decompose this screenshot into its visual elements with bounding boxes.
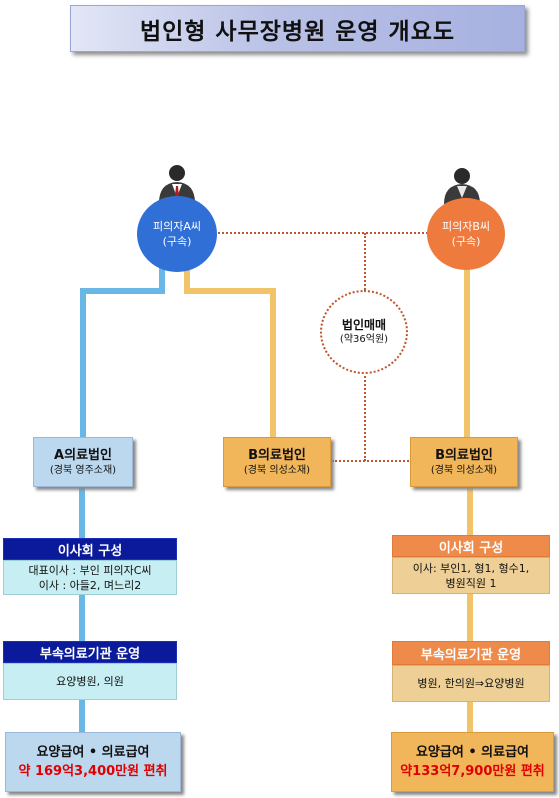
right-board-header: 이사회 구성	[392, 535, 550, 557]
connector-right-org-to-board	[467, 488, 473, 536]
suspect-b-status: (구속)	[451, 235, 481, 248]
left-result-box: 요양급여 • 의료급여 약 169억3,400만원 편취	[5, 732, 181, 792]
left-board-line2: 이사 : 아들2, 며느리2	[38, 578, 142, 592]
left-affil-body: 요양병원, 의원	[3, 663, 177, 700]
connector-a-down-short	[159, 262, 165, 294]
right-board-body: 이사: 부인1, 형1, 형수1, 병원직원 1	[392, 557, 550, 594]
left-board-body: 대표이사 : 부인 피의자C씨 이사 : 아들2, 며느리2	[3, 560, 177, 595]
right-result-box: 요양급여 • 의료급여 약133억7,900만원 편취	[391, 732, 554, 792]
suspect-b-name: 피의자B씨	[441, 220, 491, 233]
org-a-location: (경북 영주소재)	[49, 464, 117, 476]
connector-a-to-org-b-vertical2	[270, 288, 276, 438]
org-b-mid-name: B의료법인	[248, 447, 306, 463]
connector-left-board-to-affil	[79, 594, 85, 642]
left-affil-header: 부속의료기관 운영	[3, 641, 177, 663]
org-b-mid-location: (경북 의성소재)	[243, 464, 311, 476]
org-a-name: A의료법인	[54, 447, 112, 463]
sale-amount: (약36억원)	[339, 334, 389, 345]
left-affil-text: 요양병원, 의원	[56, 675, 124, 688]
connector-left-affil-to-result	[79, 700, 85, 734]
sale-label: 법인매매	[341, 318, 387, 332]
suspect-a-name: 피의자A씨	[152, 220, 201, 233]
connector-a-to-org-b-vertical1	[184, 262, 190, 294]
right-affil-header: 부속의료기관 운영	[392, 641, 550, 665]
left-result-line2: 약 169억3,400만원 편취	[18, 764, 168, 779]
connector-b-to-org-b	[464, 262, 470, 438]
connector-a-to-org-b-horizontal	[184, 288, 276, 294]
connector-a-to-org-a	[80, 288, 86, 438]
right-board-line1: 이사: 부인1, 형1, 형수1,	[412, 561, 530, 575]
dotted-link-a-to-b	[218, 232, 428, 234]
connector-right-affil-to-result	[467, 700, 473, 734]
org-b-right-box: B의료법인 (경북 의성소재)	[410, 437, 518, 487]
connector-a-left-horizontal	[80, 288, 165, 294]
left-board-header: 이사회 구성	[3, 538, 177, 560]
suspect-b-node: 피의자B씨 (구속)	[427, 198, 505, 270]
page-title: 법인형 사무장병원 운영 개요도	[70, 5, 525, 52]
right-affil-body: 병원, 한의원⇒요양병원	[392, 665, 550, 702]
left-result-line1: 요양급여 • 의료급여	[36, 745, 150, 760]
left-board-line1: 대표이사 : 부인 피의자C씨	[28, 563, 152, 577]
dotted-link-orgs	[332, 460, 412, 462]
connector-left-org-to-board	[79, 488, 85, 540]
right-board-line2: 병원직원 1	[445, 576, 497, 590]
suspect-a-status: (구속)	[162, 235, 192, 248]
right-result-line2: 약133억7,900만원 편취	[400, 764, 545, 779]
right-result-line1: 요양급여 • 의료급여	[415, 745, 530, 760]
org-b-mid-box: B의료법인 (경북 의성소재)	[223, 437, 331, 487]
org-a-box: A의료법인 (경북 영주소재)	[33, 437, 133, 487]
org-b-right-name: B의료법인	[435, 447, 493, 463]
suspect-a-node: 피의자A씨 (구속)	[137, 196, 217, 272]
corporation-sale-node: 법인매매 (약36억원)	[320, 290, 408, 374]
connector-right-board-to-affil	[467, 594, 473, 642]
org-b-right-location: (경북 의성소재)	[430, 464, 498, 476]
right-affil-text: 병원, 한의원⇒요양병원	[417, 677, 525, 690]
